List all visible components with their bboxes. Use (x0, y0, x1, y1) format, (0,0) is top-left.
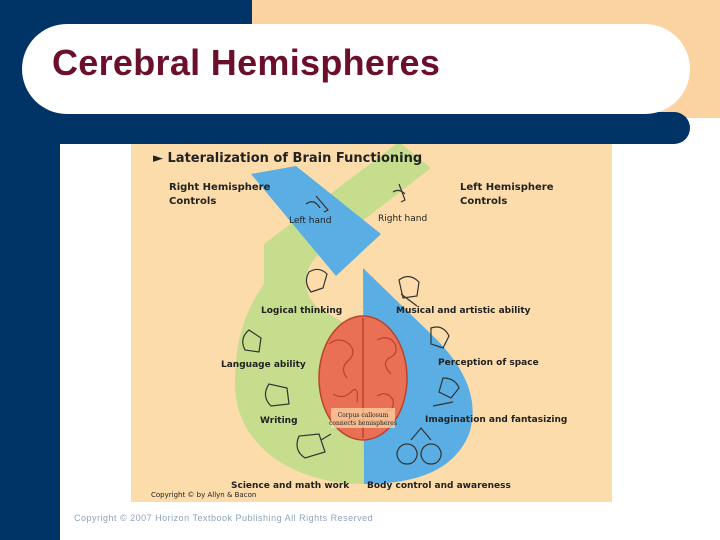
slide-header-band (252, 112, 690, 144)
function-language-ability: Language ability (221, 360, 306, 370)
right-hand-label: Right hand (378, 214, 427, 224)
musician-icon (398, 275, 420, 307)
image-credit: Copyright © by Allyn & Bacon (151, 491, 256, 499)
function-writing: Writing (260, 416, 298, 426)
footer-copyright: Copyright © 2007 Horizon Textbook Publis… (74, 513, 374, 523)
figure-heading: ► Lateralization of Brain Functioning (153, 151, 422, 166)
corpus-callosum-note-line2: connects hemispheres (329, 420, 397, 427)
function-imagination: Imagination and fantasizing (425, 415, 567, 425)
scientist-icon (296, 433, 332, 459)
corpus-callosum-note-line1: Corpus callosum (338, 412, 389, 419)
perception-icon (430, 326, 450, 349)
function-musical-artistic: Musical and artistic ability (396, 306, 531, 316)
right-hemisphere-label-line2: Controls (169, 196, 216, 207)
cyclist-icon (396, 427, 442, 465)
right-hemisphere-label-line1: Right Hemisphere (169, 182, 271, 193)
imagination-icon (432, 377, 460, 407)
thinking-person-icon (305, 268, 328, 293)
blue-hemisphere-band (251, 166, 381, 276)
function-logical-thinking: Logical thinking (261, 306, 342, 316)
green-hemisphere-band (235, 144, 431, 484)
talking-person-icon (242, 329, 262, 353)
function-body-control: Body control and awareness (367, 481, 511, 491)
left-hand-label: Left hand (289, 216, 331, 226)
lateralization-diagram: ► Lateralization of Brain Functioning Ri… (131, 144, 612, 502)
function-perception-space: Perception of space (438, 358, 539, 368)
writing-person-icon (264, 383, 290, 407)
left-hemisphere-label-line1: Left Hemisphere (460, 182, 554, 193)
title-banner (22, 24, 690, 114)
slide-title: Cerebral Hemispheres (52, 42, 441, 83)
left-hemisphere-label-line2: Controls (460, 196, 507, 207)
writing-hand-icon (305, 195, 329, 213)
corpus-callosum-note-bg (331, 408, 395, 428)
function-science-math: Science and math work (231, 481, 350, 491)
blue-hemisphere-drop (363, 268, 473, 484)
writing-hand-icon (392, 183, 406, 203)
